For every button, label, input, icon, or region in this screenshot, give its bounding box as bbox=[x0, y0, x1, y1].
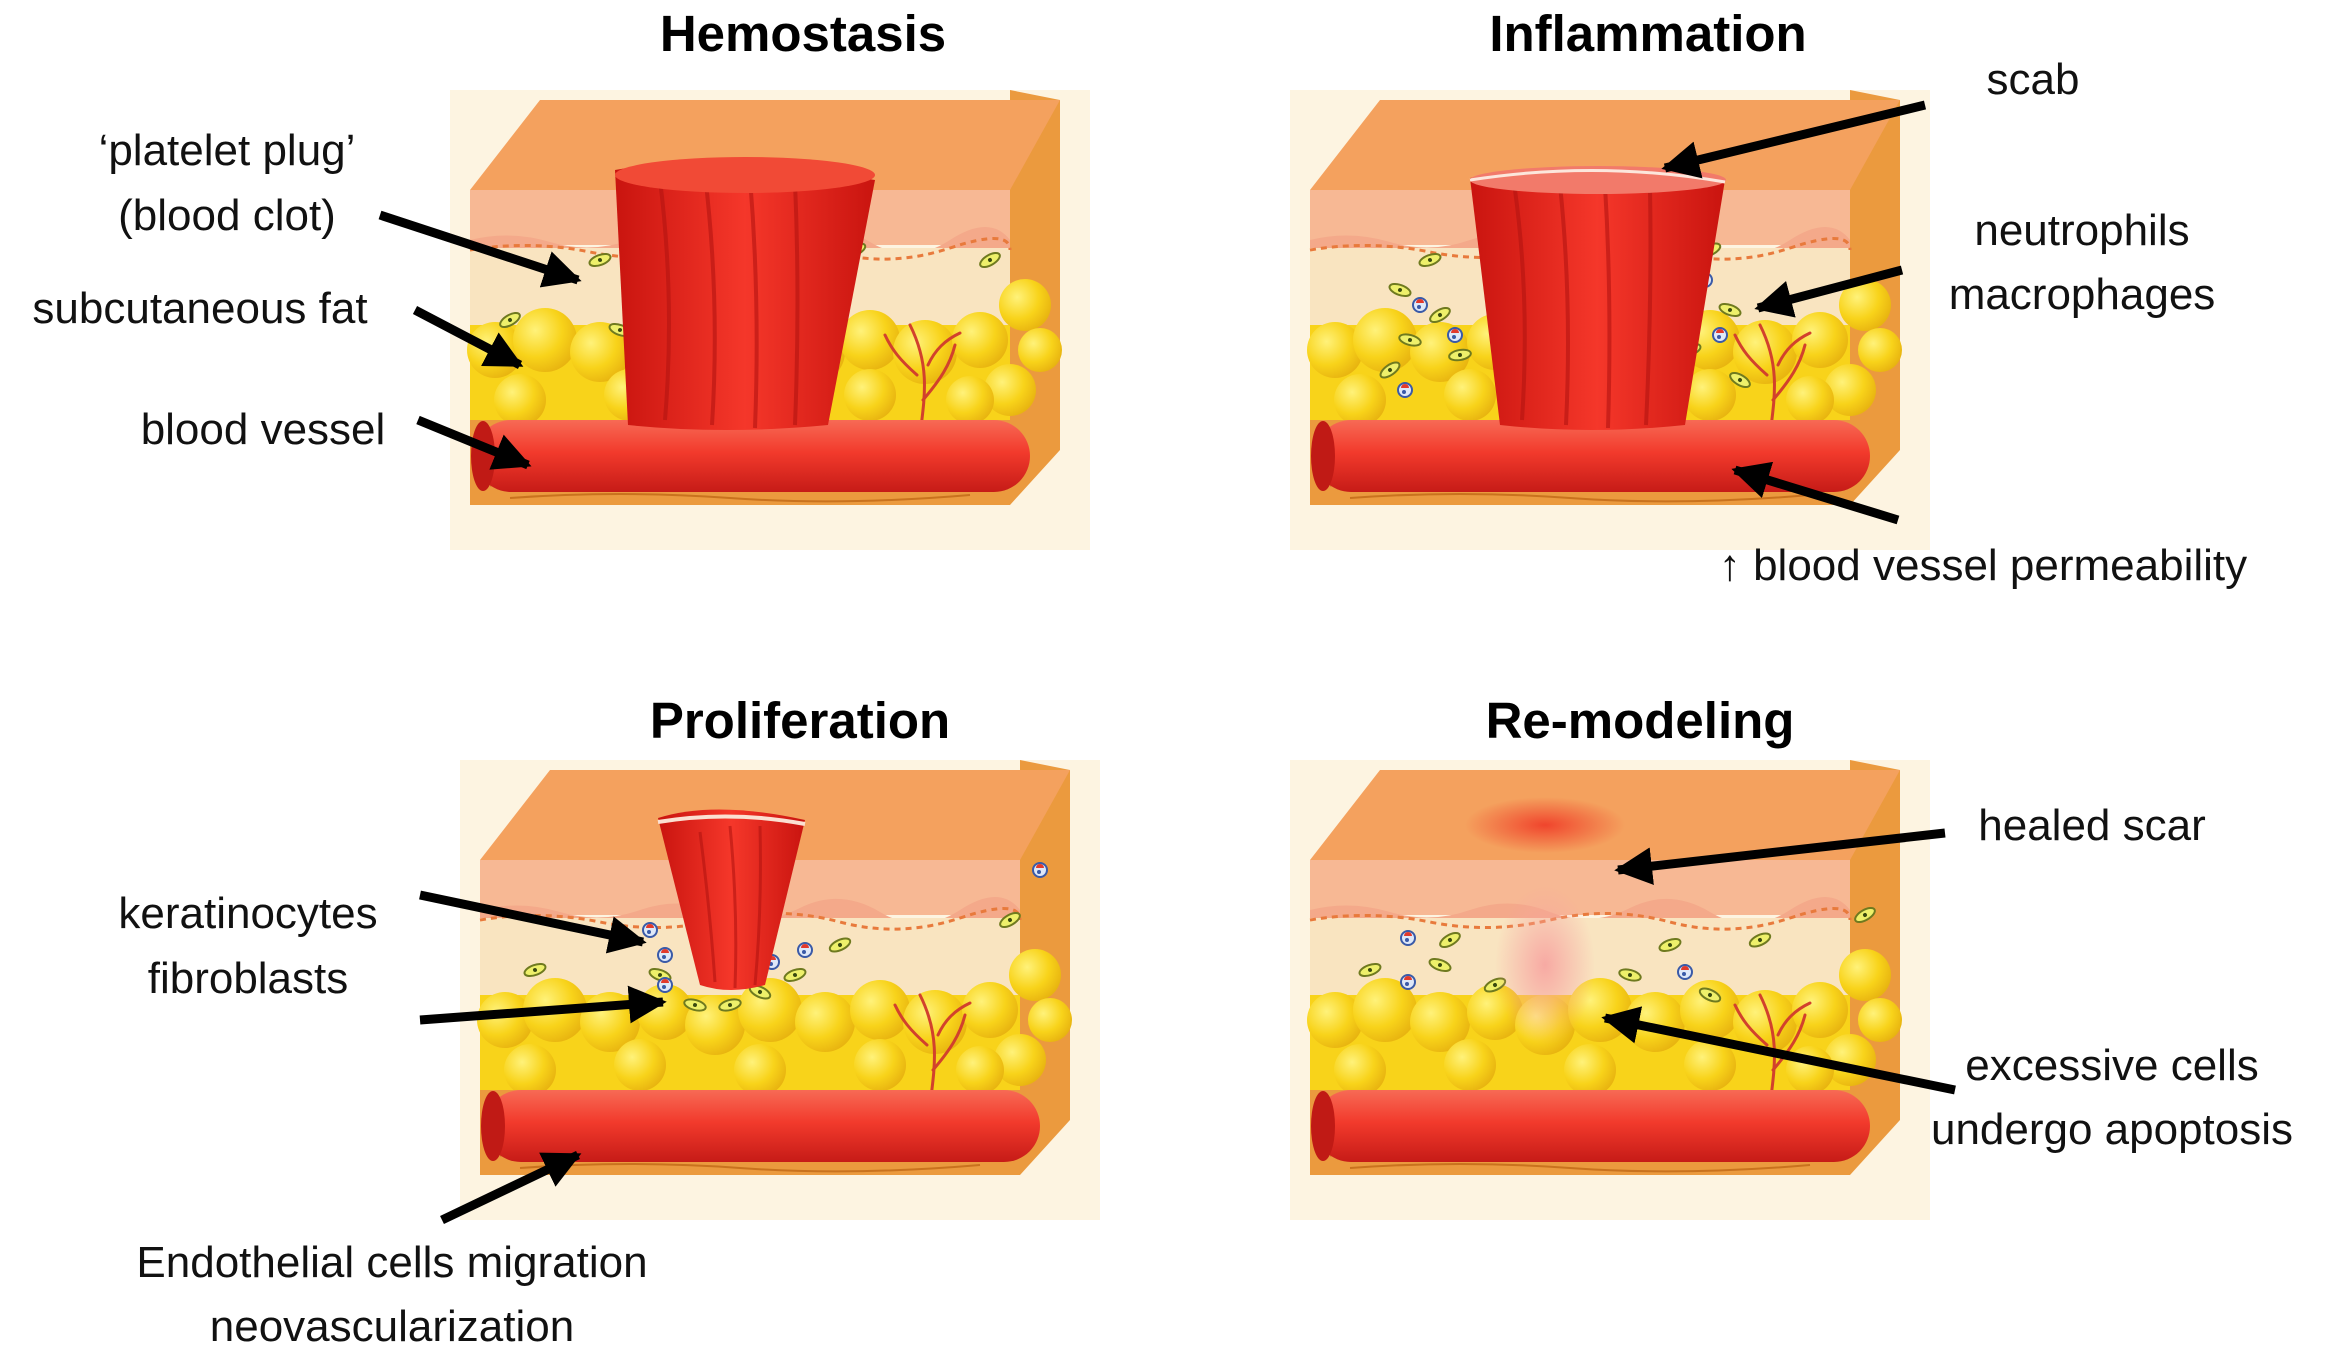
label-permeability: ↑ blood vessel permeability bbox=[1719, 541, 2247, 590]
label-subcutaneous-fat: subcutaneous fat bbox=[32, 284, 367, 333]
arrow-keratinocytes bbox=[419, 890, 647, 954]
label-neovascularization: neovascularization bbox=[210, 1302, 574, 1351]
label-healed-scar: healed scar bbox=[1978, 801, 2205, 850]
panel-title-proliferation: Proliferation bbox=[650, 692, 950, 749]
apoptosis-zone bbox=[1495, 885, 1595, 1045]
shrinking-scab bbox=[657, 809, 806, 990]
label-scab: scab bbox=[1987, 55, 2080, 104]
annotation-arrows bbox=[378, 100, 1956, 1225]
label-keratinocytes: keratinocytes bbox=[118, 889, 377, 938]
panel-title-hemostasis: Hemostasis bbox=[660, 5, 946, 62]
arrow-scab bbox=[1661, 100, 1927, 179]
label-macrophages: macrophages bbox=[1949, 270, 2216, 319]
label-neutrophils: neutrophils bbox=[1974, 206, 2189, 255]
label-endothelial: Endothelial cells migration bbox=[136, 1238, 647, 1287]
blood-vessel bbox=[1311, 1090, 1870, 1162]
label-apoptosis: undergo apoptosis bbox=[1931, 1105, 2293, 1154]
panel-title-remodeling: Re-modeling bbox=[1486, 692, 1795, 749]
arrow-permeability bbox=[1731, 461, 1900, 525]
inflammation-skin-illustration bbox=[1288, 88, 1932, 552]
arrow-fibroblasts bbox=[419, 985, 667, 1025]
label-blood-vessel: blood vessel bbox=[141, 405, 386, 454]
arrow-subcutaneous-fat bbox=[412, 306, 524, 369]
arrow-endothelial bbox=[440, 1150, 582, 1225]
platelet-plug-clot bbox=[615, 157, 875, 430]
scab-clot bbox=[1469, 166, 1726, 430]
arrow-platelet-plug bbox=[378, 210, 582, 288]
panel-title-inflammation: Inflammation bbox=[1489, 5, 1806, 62]
label-blood-clot: (blood clot) bbox=[118, 191, 336, 240]
blood-vessel bbox=[1311, 420, 1870, 492]
healed-scar-mark bbox=[1465, 797, 1625, 853]
label-excessive-cells: excessive cells bbox=[1965, 1041, 2258, 1090]
arrow-blood-vessel bbox=[416, 415, 532, 470]
arrow-apoptosis bbox=[1601, 1006, 1956, 1095]
blood-vessel bbox=[481, 1090, 1040, 1162]
proliferation-skin-illustration bbox=[458, 758, 1102, 1222]
arrow-healed-scar bbox=[1614, 828, 1946, 885]
arrow-neutrophils-macrophages bbox=[1754, 265, 1904, 318]
label-fibroblasts: fibroblasts bbox=[148, 954, 349, 1003]
remodeling-skin-illustration bbox=[1288, 758, 1932, 1222]
blood-vessel bbox=[471, 420, 1030, 492]
hemostasis-skin-illustration bbox=[448, 88, 1092, 552]
label-platelet-plug: ‘platelet plug’ bbox=[99, 126, 356, 175]
